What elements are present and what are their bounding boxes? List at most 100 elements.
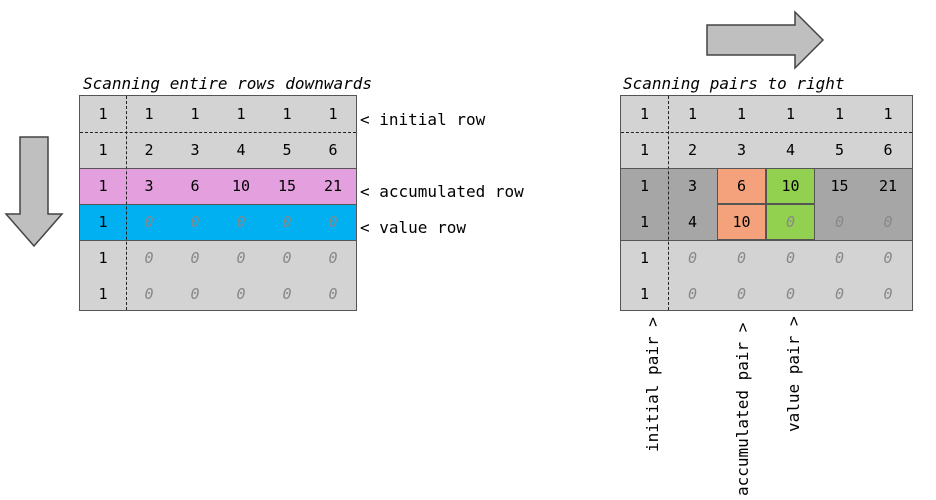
right-grid-row: 1 0 0 0 0 0 bbox=[621, 240, 912, 276]
left-grid-cell: 0 bbox=[328, 213, 338, 231]
left-grid-divider-vertical bbox=[126, 96, 127, 310]
right-grid-cell: 4 bbox=[785, 141, 796, 159]
label-value-pair: value pair > bbox=[784, 316, 803, 432]
left-grid-cell: 3 bbox=[144, 177, 154, 195]
right-grid-cell: 0 bbox=[883, 249, 893, 267]
left-grid-cell: 1 bbox=[236, 105, 246, 123]
right-grid-cell: 1 bbox=[834, 105, 845, 123]
right-grid-cell: 3 bbox=[736, 141, 747, 159]
right-grid-cell: 0 bbox=[834, 249, 845, 267]
right-grid-cell: 2 bbox=[687, 141, 698, 159]
right-grid-cell: 15 bbox=[830, 177, 849, 195]
left-grid-cell: 0 bbox=[236, 213, 246, 231]
left-grid-row: 1 1 1 1 1 1 bbox=[80, 96, 356, 132]
right-grid-cell: 0 bbox=[883, 213, 893, 231]
left-grid-cell: 0 bbox=[236, 249, 246, 267]
left-grid-cell: 1 bbox=[144, 105, 154, 123]
right-grid-cell: 1 bbox=[883, 105, 893, 123]
left-grid-cell: 6 bbox=[328, 141, 338, 159]
label-initial-pair: initial pair > bbox=[643, 317, 662, 452]
right-grid-cell: 0 bbox=[883, 285, 893, 303]
right-row-border bbox=[621, 240, 912, 241]
left-grid-cell: 0 bbox=[328, 249, 338, 267]
right-grid-cell: 6 bbox=[717, 168, 766, 204]
left-title: Scanning entire rows downwards bbox=[83, 74, 372, 93]
left-row-border bbox=[80, 168, 356, 169]
left-grid-cell: 1 bbox=[98, 249, 108, 267]
right-grid-divider-vertical bbox=[668, 96, 669, 310]
right-grid-cell: 0 bbox=[687, 249, 698, 267]
right-grid-cell: 1 bbox=[639, 213, 650, 231]
left-grid-cell: 0 bbox=[190, 285, 200, 303]
left-grid-cell: 1 bbox=[98, 105, 108, 123]
right-grid-row: 1 2 3 4 5 6 bbox=[621, 132, 912, 168]
right-grid-cell: 0 bbox=[736, 249, 747, 267]
left-grid-cell: 4 bbox=[236, 141, 246, 159]
right-grid-cell: 0 bbox=[736, 285, 747, 303]
left-grid-cell: 1 bbox=[282, 105, 292, 123]
right-grid-divider-horizontal bbox=[621, 132, 912, 133]
right-title: Scanning pairs to right bbox=[623, 74, 845, 93]
right-grid-cell: 1 bbox=[639, 177, 650, 195]
label-value-row: < value row bbox=[360, 218, 466, 237]
left-grid-row: 1 2 3 4 5 6 bbox=[80, 132, 356, 168]
left-row-border bbox=[80, 240, 356, 241]
left-grid-cell: 1 bbox=[98, 141, 108, 159]
right-grid-cell: 10 bbox=[717, 204, 766, 240]
right-grid-cell: 4 bbox=[687, 213, 698, 231]
right-grid-cell: 0 bbox=[834, 213, 845, 231]
left-grid-cell: 3 bbox=[190, 141, 200, 159]
left-grid-cell: 10 bbox=[231, 177, 251, 195]
left-grid-cell: 2 bbox=[144, 141, 154, 159]
left-grid-cell: 15 bbox=[277, 177, 297, 195]
right-grid-cell: 1 bbox=[687, 105, 698, 123]
right-grid-cell: 0 bbox=[687, 285, 698, 303]
left-grid-cell: 1 bbox=[98, 177, 108, 195]
left-grid-cell: 0 bbox=[144, 249, 154, 267]
right-grid-cell: 21 bbox=[878, 177, 898, 195]
right-grid-cell: 0 bbox=[785, 249, 796, 267]
arrow-right-icon bbox=[706, 10, 825, 70]
right-grid-cell: 0 bbox=[785, 285, 796, 303]
right-grid-row: 1 1 1 1 1 1 bbox=[621, 96, 912, 132]
right-row-border bbox=[621, 168, 912, 169]
left-grid-cell: 0 bbox=[236, 285, 246, 303]
right-grid-cell: 1 bbox=[639, 249, 650, 267]
left-grid-cell: 21 bbox=[323, 177, 343, 195]
left-grid-cell: 1 bbox=[190, 105, 200, 123]
arrow-down-icon bbox=[4, 136, 64, 248]
left-grid-cell: 0 bbox=[144, 285, 154, 303]
left-grid-cell: 1 bbox=[328, 105, 338, 123]
right-grid-cell: 1 bbox=[736, 105, 747, 123]
left-grid-cell: 0 bbox=[190, 249, 200, 267]
left-grid-cell: 0 bbox=[328, 285, 338, 303]
right-grid-cell: 3 bbox=[687, 177, 698, 195]
right-grid-cell: 1 bbox=[639, 285, 650, 303]
right-grid-row: 1 0 0 0 0 0 bbox=[621, 276, 912, 312]
right-grid-cell: 0 bbox=[834, 285, 845, 303]
label-initial-row: < initial row bbox=[360, 110, 486, 129]
left-grid-cell: 0 bbox=[282, 213, 292, 231]
left-grid-cell: 1 bbox=[98, 285, 108, 303]
left-grid-cell: 0 bbox=[190, 213, 200, 231]
left-grid-divider-horizontal bbox=[80, 132, 356, 133]
left-grid-cell: 5 bbox=[282, 141, 292, 159]
right-grid-cell: 1 bbox=[639, 105, 650, 123]
left-grid-row: 1 0 0 0 0 0 bbox=[80, 276, 356, 312]
right-grid-cell: 5 bbox=[834, 141, 845, 159]
right-grid-cell: 6 bbox=[883, 141, 893, 159]
left-grid-cell: 0 bbox=[144, 213, 154, 231]
label-accumulated-row: < accumulated row bbox=[360, 182, 524, 201]
right-grid-cell: 1 bbox=[785, 105, 796, 123]
left-grid-cell: 0 bbox=[282, 285, 292, 303]
right-grid-cell: 10 bbox=[766, 168, 815, 204]
left-row-border bbox=[80, 204, 356, 205]
right-grid-cell: 1 bbox=[639, 141, 650, 159]
right-grid-cell: 0 bbox=[766, 204, 815, 240]
